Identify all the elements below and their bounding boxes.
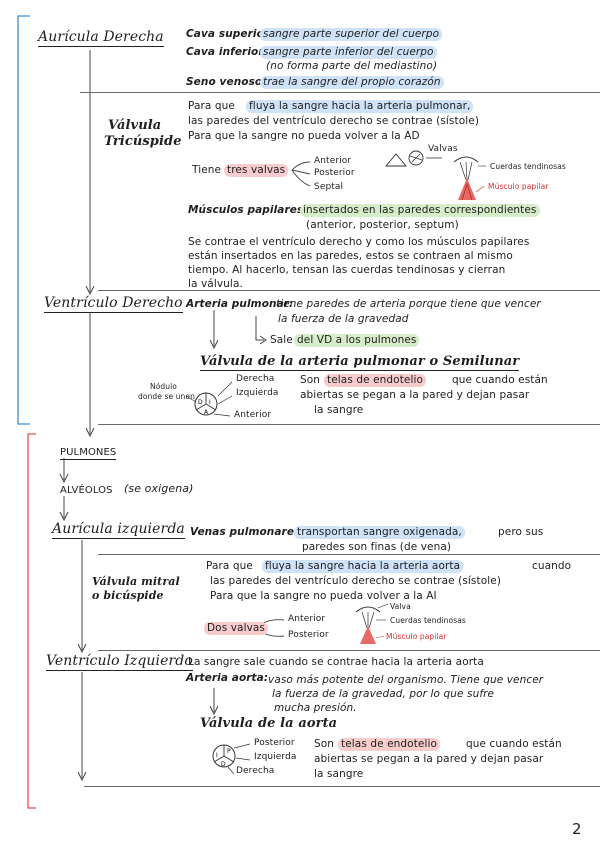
- section-title-ventriculo-izquierdo: Ventrículo Izquierdo: [46, 652, 193, 671]
- musculos-papilares-highlight: insertados en las paredes correspondient…: [300, 204, 540, 217]
- valva-anterior: Anterior: [314, 156, 351, 167]
- son-line-2: abiertas se pegan a la pared y dejan pas…: [300, 389, 529, 402]
- mitral-line-2: las paredes del ventrículo derecho se co…: [210, 575, 501, 588]
- venas-pulmonares-label: Venas pulmonares:: [190, 526, 305, 539]
- divider: [80, 92, 600, 93]
- telas-endotelio-highlight: telas de endotelio: [324, 374, 426, 387]
- mitral-valva-posterior: Posterior: [288, 630, 329, 641]
- seno-venoso-text: trae la sangre del propio corazón: [260, 76, 444, 89]
- aorta-son-line-1: que cuando están: [466, 738, 562, 751]
- alveolos-note: (se oxigena): [124, 482, 194, 495]
- paragraph-line-3: tiempo. Al hacerlo, tensan las cuerdas t…: [188, 264, 505, 277]
- page-number: 2: [572, 820, 582, 838]
- aorta-cusp-izquierda: Izquierda: [254, 752, 297, 763]
- valvula-tricuspide-title-1: Válvula: [108, 118, 161, 134]
- aorta-cusp-posterior: Posterior: [254, 738, 295, 749]
- valva-septal: Septal: [314, 182, 343, 193]
- venas-highlight: transportan sangre oxigenada,: [294, 526, 465, 539]
- son-line-3: la sangre: [314, 404, 363, 417]
- diagram-label-valvas: Valvas: [428, 144, 458, 155]
- cava-superior-text: sangre parte superior del cuerpo: [260, 28, 442, 41]
- section-title-auricula-izquierda: Aurícula izquierda: [52, 520, 185, 539]
- para-que-label: Para que: [188, 100, 235, 113]
- mitral-para-que-end: cuando: [532, 560, 571, 573]
- cusp-izquierda: Izquierda: [236, 388, 279, 399]
- alveolos-label: ALVÉOLOS: [60, 484, 113, 497]
- diagram-label-musculo: Músculo papilar: [488, 182, 549, 191]
- arteria-aorta-label: Arteria aorta:: [186, 672, 268, 685]
- aorta-line-1: vaso más potente del organismo. Tiene qu…: [268, 674, 543, 687]
- aorta-son-line-3: la sangre: [314, 768, 363, 781]
- diagram-label-cuerdas: Cuerdas tendinosas: [490, 162, 566, 171]
- nodulo-label: Nódulo: [150, 382, 177, 391]
- aorta-line-3: mucha presión.: [274, 702, 357, 715]
- sale-label: Sale: [270, 334, 293, 347]
- venas-line-1: pero sus: [498, 526, 543, 539]
- svg-text:D: D: [198, 399, 203, 406]
- valvula-semilunar-title: Válvula de la arteria pulmonar o Semilun…: [200, 354, 519, 371]
- cusp-derecha: Derecha: [236, 374, 274, 385]
- svg-text:I: I: [216, 752, 218, 759]
- valvula-mitral-title-2: o bicúspide: [92, 588, 164, 604]
- son-label: Son: [300, 374, 320, 387]
- aorta-telas-highlight: telas de endotelio: [338, 738, 440, 751]
- para-que-line-3: Para que la sangre no pueda volver a la …: [188, 130, 420, 143]
- divider: [98, 554, 600, 555]
- son-line-1: que cuando están: [452, 374, 548, 387]
- cava-inferior-note: (no forma parte del mediastino): [266, 60, 437, 73]
- seno-venoso-label: Seno venoso:: [186, 76, 267, 89]
- divider: [98, 650, 600, 651]
- tiene-label: Tiene: [192, 164, 221, 177]
- mitral-para-que-highlight: fluya la sangre hacia la arteria aorta: [262, 560, 463, 573]
- aorta-line-2: la fuerza de la gravedad, por lo que suf…: [272, 688, 494, 701]
- sale-highlight: del VD a los pulmones: [294, 334, 419, 347]
- section-title-auricula-derecha: Aurícula Derecha: [38, 28, 164, 47]
- para-que-highlight: fluya la sangre hacia la arteria pulmona…: [246, 100, 473, 113]
- pulmones-label: PULMONES: [60, 446, 116, 460]
- aorta-son-label: Son: [314, 738, 334, 751]
- musculos-papilares-note: (anterior, posterior, septum): [306, 219, 459, 232]
- arteria-pulmonar-text-1: tiene paredes de arteria porque tiene qu…: [276, 298, 541, 311]
- dos-valvas: Dos valvas: [204, 622, 268, 635]
- divider: [98, 290, 600, 291]
- mitral-para-que-label: Para que: [206, 560, 253, 573]
- mitral-diagram-cuerdas: Cuerdas tendinosas: [390, 616, 466, 625]
- musculos-papilares-label: Músculos papilares:: [188, 204, 308, 217]
- paragraph-line-1: Se contrae el ventrículo derecho y como …: [188, 236, 529, 249]
- valvula-tricuspide-title-2: Tricúspide: [104, 134, 182, 150]
- paragraph-line-2: están insertados en las paredes, estos s…: [188, 250, 513, 263]
- section-title-ventriculo-derecho: Ventrículo Derecho: [44, 294, 183, 313]
- cusp-anterior: Anterior: [234, 410, 271, 421]
- valva-posterior: Posterior: [314, 168, 355, 179]
- venas-line-2: paredes son finas (de vena): [302, 541, 451, 554]
- mitral-diagram-musculo: Músculo papilar: [386, 632, 447, 641]
- cava-inferior-label: Cava inferior:: [186, 46, 268, 59]
- vi-intro: La sangre sale cuando se contrae hacia l…: [188, 656, 484, 669]
- mitral-diagram-valva: Valva: [390, 602, 411, 611]
- divider: [98, 424, 600, 425]
- tres-valvas: tres valvas: [224, 164, 288, 177]
- svg-text:D: D: [221, 761, 226, 768]
- cava-inferior-text: sangre parte inferior del cuerpo: [260, 46, 437, 59]
- svg-text:P: P: [227, 748, 231, 755]
- mitral-valva-anterior: Anterior: [288, 614, 325, 625]
- divider: [84, 786, 600, 787]
- svg-text:I: I: [209, 399, 211, 406]
- aorta-son-line-2: abiertas se pegan a la pared y dejan pas…: [314, 753, 543, 766]
- valvula-aorta-title: Válvula de la aorta: [200, 716, 337, 732]
- aorta-cusp-derecha: Derecha: [236, 766, 274, 777]
- arteria-pulmonar-text-2: la fuerza de la gravedad: [278, 313, 409, 326]
- para-que-line-2: las paredes del ventrículo derecho se co…: [188, 115, 479, 128]
